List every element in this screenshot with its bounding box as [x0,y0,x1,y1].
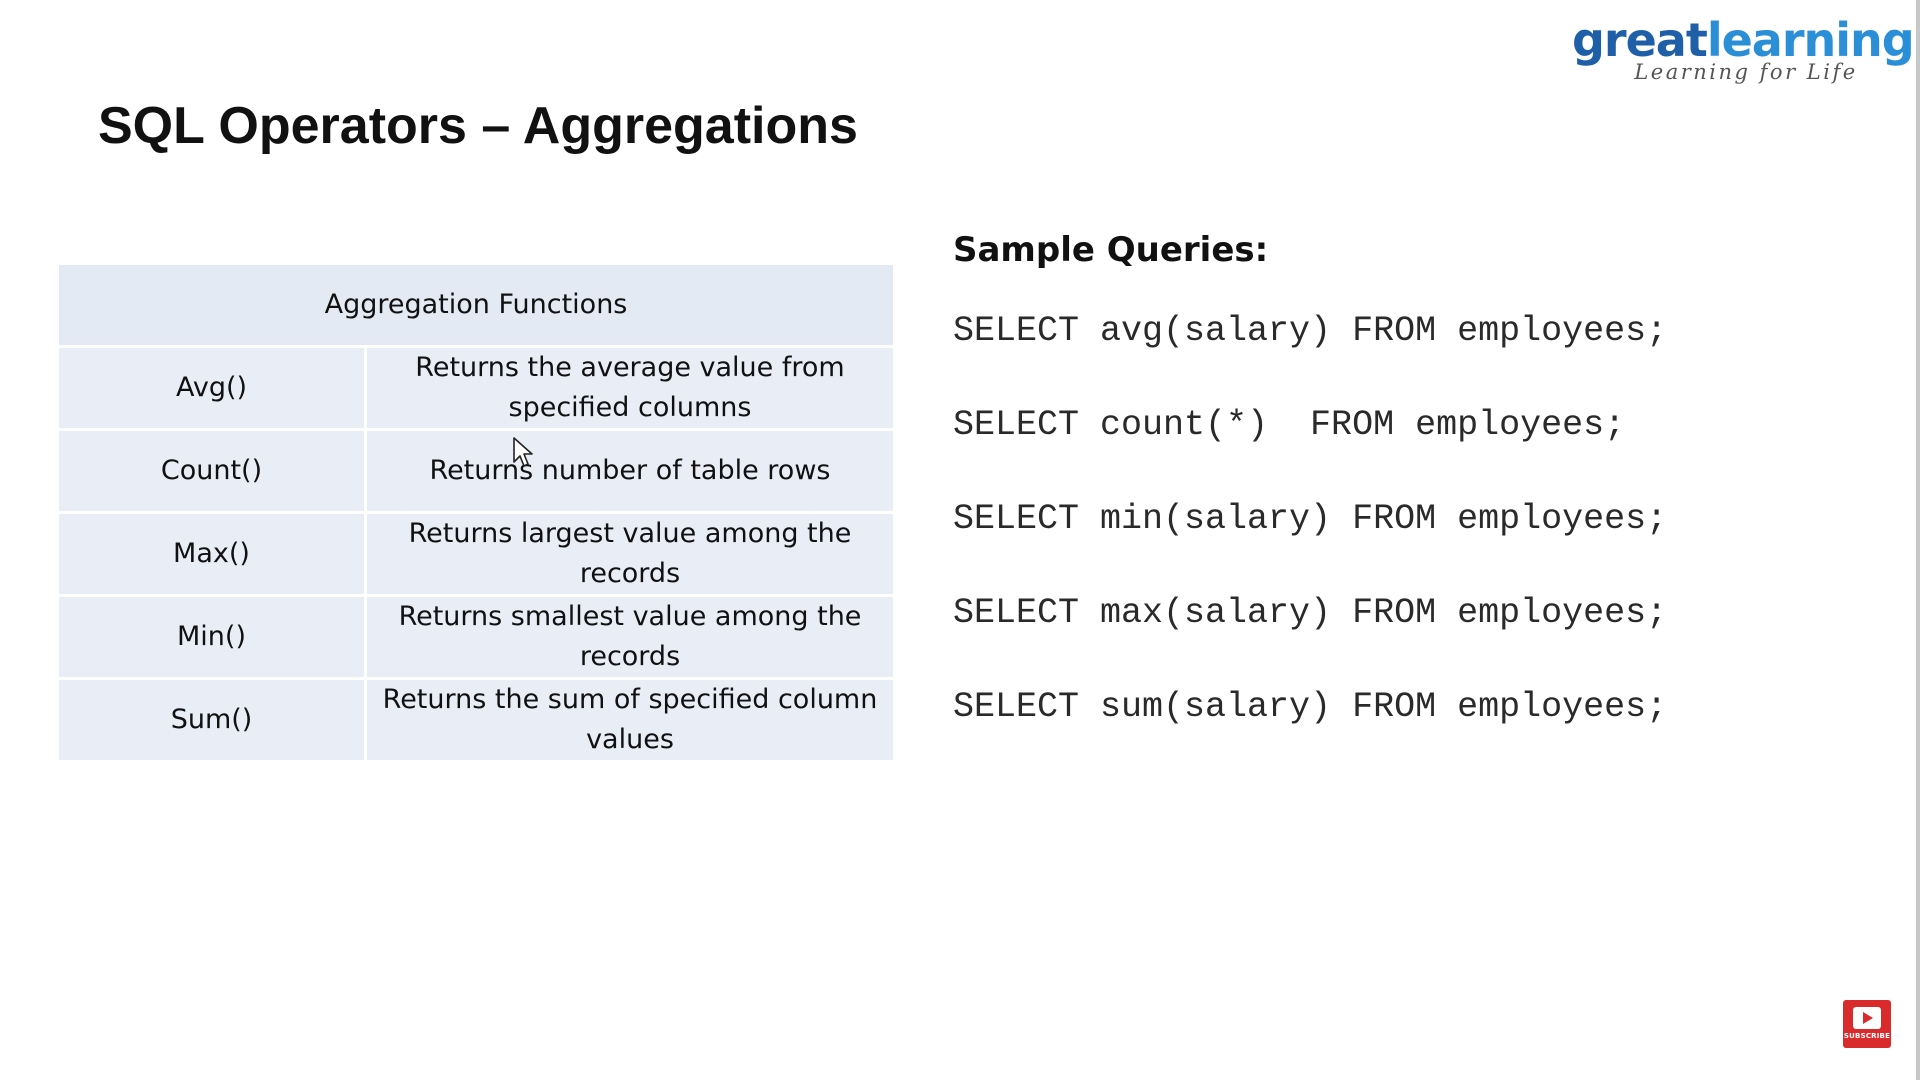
logo-word-great: great [1572,13,1708,67]
table-row-min: Min() Returns smallest value among the r… [56,594,896,680]
subscribe-button[interactable]: SUBSCRIBE [1843,1000,1891,1048]
function-description: Returns number of table rows [364,428,896,514]
query-avg: SELECT avg(salary) FROM employees; [953,311,1668,351]
subscribe-play-icon [1853,1007,1881,1029]
table-row-max: Max() Returns largest value among the re… [56,511,896,597]
query-sum: SELECT sum(salary) FROM employees; [953,687,1668,727]
greatlearning-logo: greatlearning Learning for Life [1572,13,1915,84]
sample-queries: Sample Queries: SELECT avg(salary) FROM … [953,230,1853,778]
table-row-sum: Sum() Returns the sum of specified colum… [56,677,896,763]
function-name: Avg() [56,345,367,431]
mouse-cursor-icon [513,437,533,467]
logo-tagline: Learning for Life [1634,60,1858,84]
function-name: Max() [56,511,367,597]
logo-wordmark: greatlearning [1572,13,1915,67]
query-count: SELECT count(*) FROM employees; [953,405,1626,445]
query-min: SELECT min(salary) FROM employees; [953,499,1668,539]
function-name: Min() [56,594,367,680]
function-description: Returns the sum of specified column valu… [364,677,896,763]
function-name: Sum() [56,677,367,763]
logo-word-learning: learning [1706,13,1915,67]
function-description: Returns the average value from specified… [364,345,896,431]
page-title: SQL Operators – Aggregations [98,97,858,155]
table-row-avg: Avg() Returns the average value from spe… [56,345,896,431]
sample-queries-heading: Sample Queries: [953,230,1269,270]
table-row-count: Count() Returns number of table rows [56,428,896,514]
function-name: Count() [56,428,367,514]
slide-edge [1916,0,1920,1080]
function-description: Returns smallest value among the records [364,594,896,680]
function-description: Returns largest value among the records [364,511,896,597]
subscribe-label: SUBSCRIBE [1843,1032,1891,1040]
aggregation-functions-table: Aggregation Functions Avg() Returns the … [56,262,896,763]
query-max: SELECT max(salary) FROM employees; [953,593,1668,633]
table-header: Aggregation Functions [56,262,896,348]
